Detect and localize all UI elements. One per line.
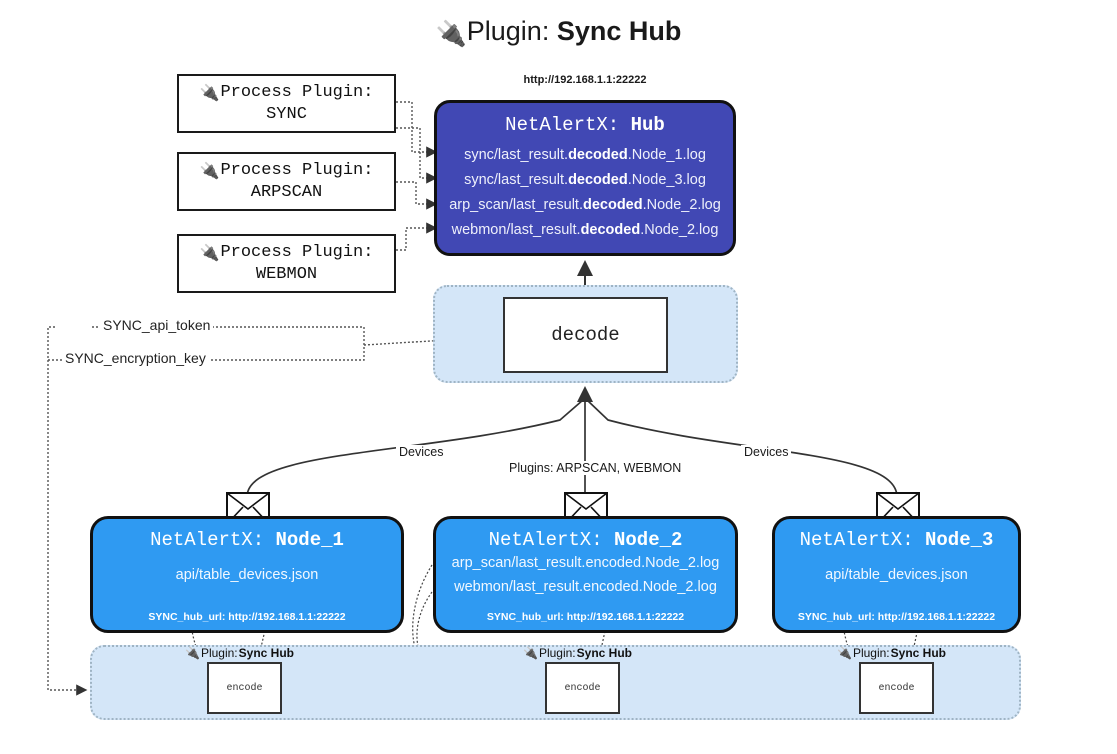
hub-log-item: webmon/last_result.decoded.Node_2.log <box>437 218 733 243</box>
process-plugin-sync-line1: Process Plugin: <box>220 83 374 103</box>
node-line: arp_scan/last_result.encoded.Node_2.log <box>451 555 720 571</box>
encode-box-node-2[interactable]: encode <box>545 662 620 714</box>
process-plugin-arpscan[interactable]: 🔌Process Plugin: ARPSCAN <box>177 152 396 211</box>
hub-log-list: sync/last_result.decoded.Node_1.log sync… <box>437 143 733 243</box>
process-plugin-arpscan-line2: ARPSCAN <box>250 182 323 202</box>
node-footer: SYNC_hub_url: http://192.168.1.1:22222 <box>148 611 346 623</box>
encoder-label-lead: Plugin: <box>852 646 890 660</box>
sync-api-token-label: SYNC_api_token <box>100 317 214 333</box>
hub-title-name: Hub <box>630 114 665 136</box>
node-title: NetAlertX: Node_1 <box>93 529 401 551</box>
hub-node-card[interactable]: NetAlertX: Hub sync/last_result.decoded.… <box>434 100 736 256</box>
hub-log-post: .Node_1.log <box>627 147 706 163</box>
process-plugin-webmon-line1: Process Plugin: <box>220 243 374 263</box>
page-title: 🔌Plugin: Sync Hub <box>0 16 1117 48</box>
encoder-label-node-3: 🔌Plugin: Sync Hub <box>837 646 946 660</box>
encoder-label-bold: Sync Hub <box>890 646 946 660</box>
node-title-name: Node_2 <box>614 529 683 551</box>
hub-log-pre: sync/last_result. <box>464 172 569 188</box>
encoder-label-node-2: 🔌Plugin: Sync Hub <box>523 646 632 660</box>
node-title: NetAlertX: Node_2 <box>436 529 735 551</box>
hub-url-label: http://192.168.1.1:22222 <box>523 74 647 86</box>
node-card-node-3[interactable]: NetAlertX: Node_3 api/table_devices.json… <box>772 516 1021 633</box>
process-plugin-webmon-line2: WEBMON <box>255 264 318 284</box>
encode-box-node-1[interactable]: encode <box>207 662 282 714</box>
node-card-node-1[interactable]: NetAlertX: Node_1 api/table_devices.json… <box>90 516 404 633</box>
node-title-name: Node_1 <box>275 529 344 551</box>
node-line: api/table_devices.json <box>825 567 968 583</box>
hub-log-post: .Node_2.log <box>640 222 719 238</box>
encoder-label-bold: Sync Hub <box>576 646 632 660</box>
node-line: api/table_devices.json <box>175 567 319 583</box>
process-plugin-sync-line2: SYNC <box>266 104 307 124</box>
hub-title: NetAlertX: Hub <box>437 114 733 136</box>
page-title-lead: Plugin: <box>466 16 557 46</box>
node-title-prefix: NetAlertX: <box>799 529 925 551</box>
node-title: NetAlertX: Node_3 <box>775 529 1018 551</box>
hub-log-pre: webmon/last_result. <box>451 222 581 238</box>
node-footer: SYNC_hub_url: http://192.168.1.1:22222 <box>797 611 996 623</box>
encoder-label-lead: Plugin: <box>200 646 238 660</box>
plug-icon: 🔌 <box>523 646 538 660</box>
plug-icon: 🔌 <box>199 242 220 262</box>
node-card-node-2[interactable]: NetAlertX: Node_2 arp_scan/last_result.e… <box>433 516 738 633</box>
edge-label-devices-right: Devices <box>741 445 792 459</box>
encoder-label-bold: Sync Hub <box>238 646 294 660</box>
plug-icon: 🔌 <box>199 82 220 102</box>
encoder-label-node-1: 🔌Plugin: Sync Hub <box>185 646 294 660</box>
process-plugin-sync[interactable]: 🔌Process Plugin: SYNC <box>177 74 396 133</box>
hub-log-mid: decoded <box>580 222 641 238</box>
hub-log-post: .Node_3.log <box>627 172 706 188</box>
node-title-name: Node_3 <box>925 529 994 551</box>
node-footer: SYNC_hub_url: http://192.168.1.1:22222 <box>486 611 685 623</box>
process-plugin-arpscan-line1: Process Plugin: <box>220 161 374 181</box>
edge-label-plugins-center: Plugins: ARPSCAN, WEBMON <box>506 461 685 475</box>
encode-box-node-3[interactable]: encode <box>859 662 934 714</box>
hub-log-item: sync/last_result.decoded.Node_3.log <box>437 168 733 193</box>
hub-log-pre: sync/last_result. <box>464 147 569 163</box>
page-title-bold: Sync Hub <box>556 16 682 46</box>
node-line: webmon/last_result.encoded.Node_2.log <box>454 579 717 595</box>
hub-log-item: sync/last_result.decoded.Node_1.log <box>437 143 733 168</box>
hub-log-mid: decoded <box>582 197 643 213</box>
plug-icon: 🔌 <box>185 646 200 660</box>
sync-encryption-key-label: SYNC_encryption_key <box>62 350 209 366</box>
decode-box[interactable]: decode <box>503 297 668 373</box>
plug-icon: 🔌 <box>435 20 467 48</box>
plug-icon: 🔌 <box>837 646 852 660</box>
hub-log-mid: decoded <box>568 172 628 188</box>
hub-log-item: arp_scan/last_result.decoded.Node_2.log <box>437 193 733 218</box>
plug-icon: 🔌 <box>199 160 220 180</box>
hub-log-mid: decoded <box>568 147 628 163</box>
hub-title-prefix: NetAlertX: <box>505 114 631 136</box>
hub-log-pre: arp_scan/last_result. <box>449 197 583 213</box>
node-title-prefix: NetAlertX: <box>488 529 614 551</box>
encoder-label-lead: Plugin: <box>538 646 576 660</box>
hub-log-post: .Node_2.log <box>642 197 721 213</box>
node-title-prefix: NetAlertX: <box>150 529 276 551</box>
process-plugin-webmon[interactable]: 🔌Process Plugin: WEBMON <box>177 234 396 293</box>
edge-label-devices-left: Devices <box>396 445 447 459</box>
